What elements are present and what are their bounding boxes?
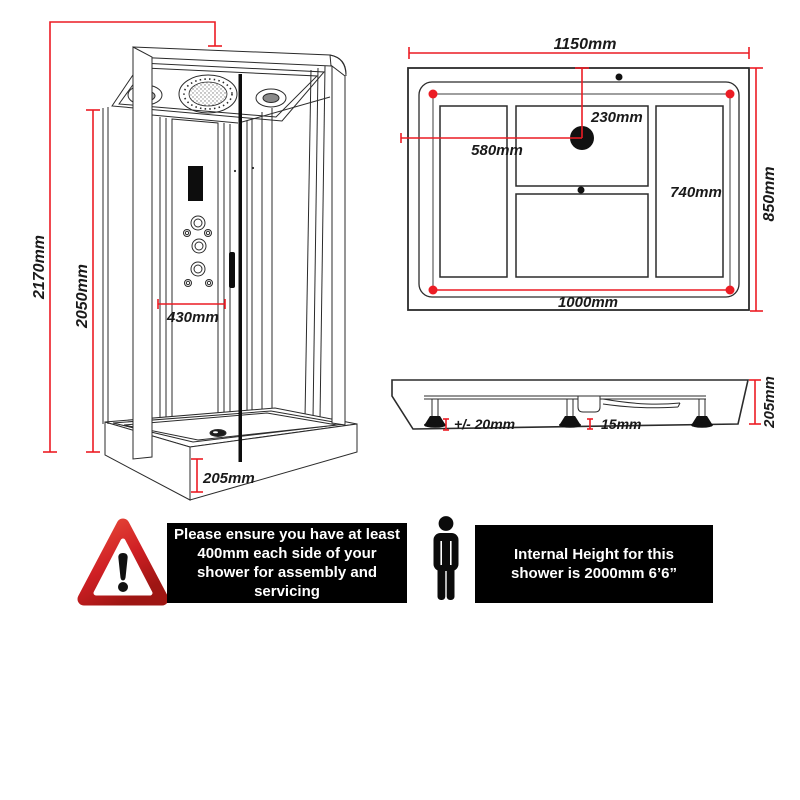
clearance-notice: Please ensure you have at least 400mm ea… <box>167 523 407 603</box>
dim-label-total-height: 2170mm <box>31 235 48 300</box>
internal-height-notice-line: Internal Height for this <box>513 546 674 563</box>
dim-label-drain-from-top: 230mm <box>590 109 643 126</box>
fixing-hole-mid-icon <box>577 186 585 194</box>
door-seal-strip <box>238 74 242 462</box>
fixing-hole-top-icon <box>615 73 623 81</box>
clearance-notice-line: 400mm each side of your <box>197 545 377 562</box>
dim-label-inner-width: 1000mm <box>558 294 618 311</box>
control-display <box>188 166 203 201</box>
dim-label-side-panel: 740mm <box>670 184 722 201</box>
adjustable-feet <box>424 399 713 428</box>
dim-label-waste: 15mm <box>601 416 641 432</box>
top-view-dimensions <box>400 47 763 312</box>
waste-trap <box>577 396 681 413</box>
warning-triangle-icon <box>77 518 169 606</box>
front-view-dimensions <box>43 21 226 493</box>
dim-label-foot-adjustment: +/- 20mm <box>454 416 515 432</box>
control-buttons <box>183 215 213 287</box>
floor-drain-icon <box>209 429 227 437</box>
dim-label-drain-from-left: 580mm <box>471 142 523 159</box>
dim-label-tray-depth: 850mm <box>761 166 778 221</box>
internal-height-notice-line: shower is 2000mm 6’6” <box>511 565 677 582</box>
clearance-notice-line: servicing <box>254 583 320 600</box>
frame-posts <box>102 46 347 460</box>
side-view-tray <box>391 379 750 430</box>
door-handle <box>229 252 235 288</box>
dim-label-cabin-height: 2050mm <box>74 264 91 329</box>
dim-label-tray-width: 1150mm <box>554 36 617 53</box>
internal-height-notice: Internal Height for this shower is 2000m… <box>475 525 713 603</box>
base-tray <box>104 407 358 501</box>
control-panel <box>171 118 225 421</box>
dim-label-tray-height: 205mm <box>202 470 255 487</box>
monsoon-shower-head-icon <box>178 74 238 114</box>
person-icon <box>433 516 459 600</box>
top-view-corner-screws <box>428 89 735 295</box>
clearance-notice-line: shower for assembly and <box>196 564 378 581</box>
clearance-notice-line: Please ensure you have at least <box>174 526 400 543</box>
speaker-vent-right-icon <box>255 88 287 108</box>
front-view-cabin <box>102 46 358 501</box>
dim-label-side-height: 205mm <box>761 376 778 429</box>
side-view-dimensions <box>443 379 761 431</box>
dim-label-panel-width: 430mm <box>166 309 219 326</box>
